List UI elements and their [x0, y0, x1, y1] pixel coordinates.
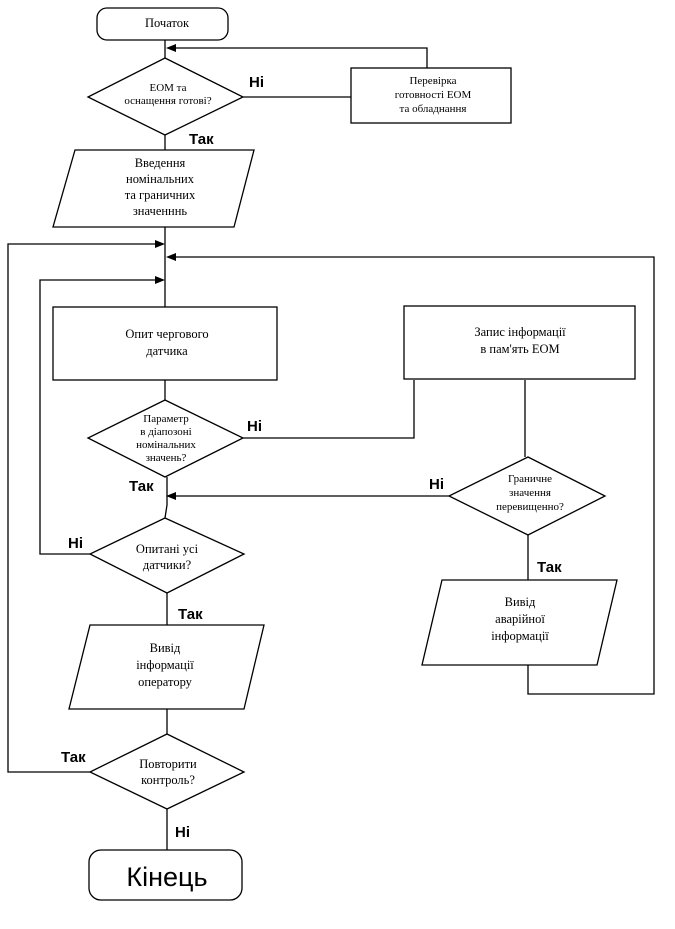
eom-yes-label: Так — [189, 131, 214, 148]
arrow-limit-no-icon — [166, 492, 176, 500]
end-label: Кінець — [126, 862, 207, 892]
emergency-output-line-2: аварійної — [495, 612, 545, 626]
param-range-line-3: номінальних — [136, 439, 196, 451]
arrow-top-loop-icon — [166, 44, 176, 52]
arrow-repeat-loop-icon — [155, 240, 165, 248]
limit-no-label: Ні — [429, 476, 444, 493]
write-memory-box: Запис інформації в пам'ять ЕОМ — [403, 305, 636, 380]
repeat-control-line-2: контроль? — [141, 773, 195, 787]
param-range-line-2: в діапозоні — [140, 426, 191, 438]
eom-no-label: Ні — [249, 74, 264, 91]
limit-exceeded-decision: Граничне значення перевищенно? — [447, 456, 607, 536]
arrow-emergency-loop-icon — [166, 253, 176, 261]
emergency-output-parallelogram: Вивід аварійної інформації — [421, 579, 618, 666]
arrow-polled-loop-icon — [155, 276, 165, 284]
operator-output-parallelogram: Вивід інформації оператору — [68, 624, 265, 710]
eom-ready-decision: ЕОМ та оснащення готові? — [86, 57, 245, 136]
param-range-line-4: значень? — [146, 452, 187, 464]
param-no-label: Ні — [247, 418, 262, 435]
check-ready-line-2: готовності ЕОМ — [395, 89, 472, 101]
param-range-decision: Параметр в діапозоні номінальних значень… — [86, 399, 245, 478]
check-ready-line-3: та обладнання — [400, 103, 467, 115]
repeat-no-label: Ні — [175, 824, 190, 841]
all-polled-decision: Опитані усі датчики? — [88, 517, 246, 594]
all-polled-line-1: Опитані усі — [136, 542, 199, 556]
start-node: Початок — [96, 7, 229, 41]
param-range-line-1: Параметр — [143, 413, 189, 425]
check-ready-line-1: Перевірка — [409, 75, 456, 87]
input-values-line-2: номінальних — [126, 172, 195, 186]
end-node: Кінець — [88, 849, 243, 901]
limit-exceeded-line-3: перевищенно? — [496, 501, 564, 513]
param-yes-label: Так — [129, 478, 154, 495]
arrowheads — [155, 44, 176, 500]
check-readiness-box: Перевірка готовності ЕОМ та обладнання — [350, 67, 512, 124]
limit-exceeded-line-1: Граничне — [508, 473, 552, 485]
eom-ready-line-1: ЕОМ та — [149, 82, 186, 94]
input-values-parallelogram: Введення номінальних та граничних значен… — [52, 149, 255, 228]
emergency-output-line-3: інформації — [491, 629, 549, 643]
polled-yes-label: Так — [178, 606, 203, 623]
connectors — [7, 40, 655, 850]
repeat-control-line-1: Повторити — [139, 757, 197, 771]
repeat-control-decision: Повторити контроль? — [88, 733, 246, 810]
operator-output-line-3: оператору — [138, 675, 193, 689]
emergency-output-line-1: Вивід — [505, 595, 536, 609]
input-values-line-4: значенннь — [133, 204, 188, 218]
operator-output-line-1: Вивід — [150, 641, 181, 655]
write-memory-line-1: Запис інформації — [474, 325, 566, 339]
all-polled-line-2: датчики? — [143, 558, 192, 572]
poll-sensor-line-1: Опит чергового — [125, 327, 208, 341]
limit-yes-label: Так — [537, 559, 562, 576]
start-label: Початок — [145, 16, 190, 30]
input-values-line-1: Введення — [135, 156, 186, 170]
poll-sensor-box: Опит чергового датчика — [52, 306, 278, 381]
operator-output-line-2: інформації — [136, 658, 194, 672]
write-memory-line-2: в пам'ять ЕОМ — [480, 342, 559, 356]
repeat-yes-label: Так — [61, 749, 86, 766]
eom-ready-line-2: оснащення готові? — [124, 95, 211, 107]
poll-sensor-line-2: датчика — [146, 344, 188, 358]
limit-exceeded-line-2: значення — [509, 487, 551, 499]
input-values-line-3: та граничних — [125, 188, 196, 202]
polled-no-label: Ні — [68, 535, 83, 552]
